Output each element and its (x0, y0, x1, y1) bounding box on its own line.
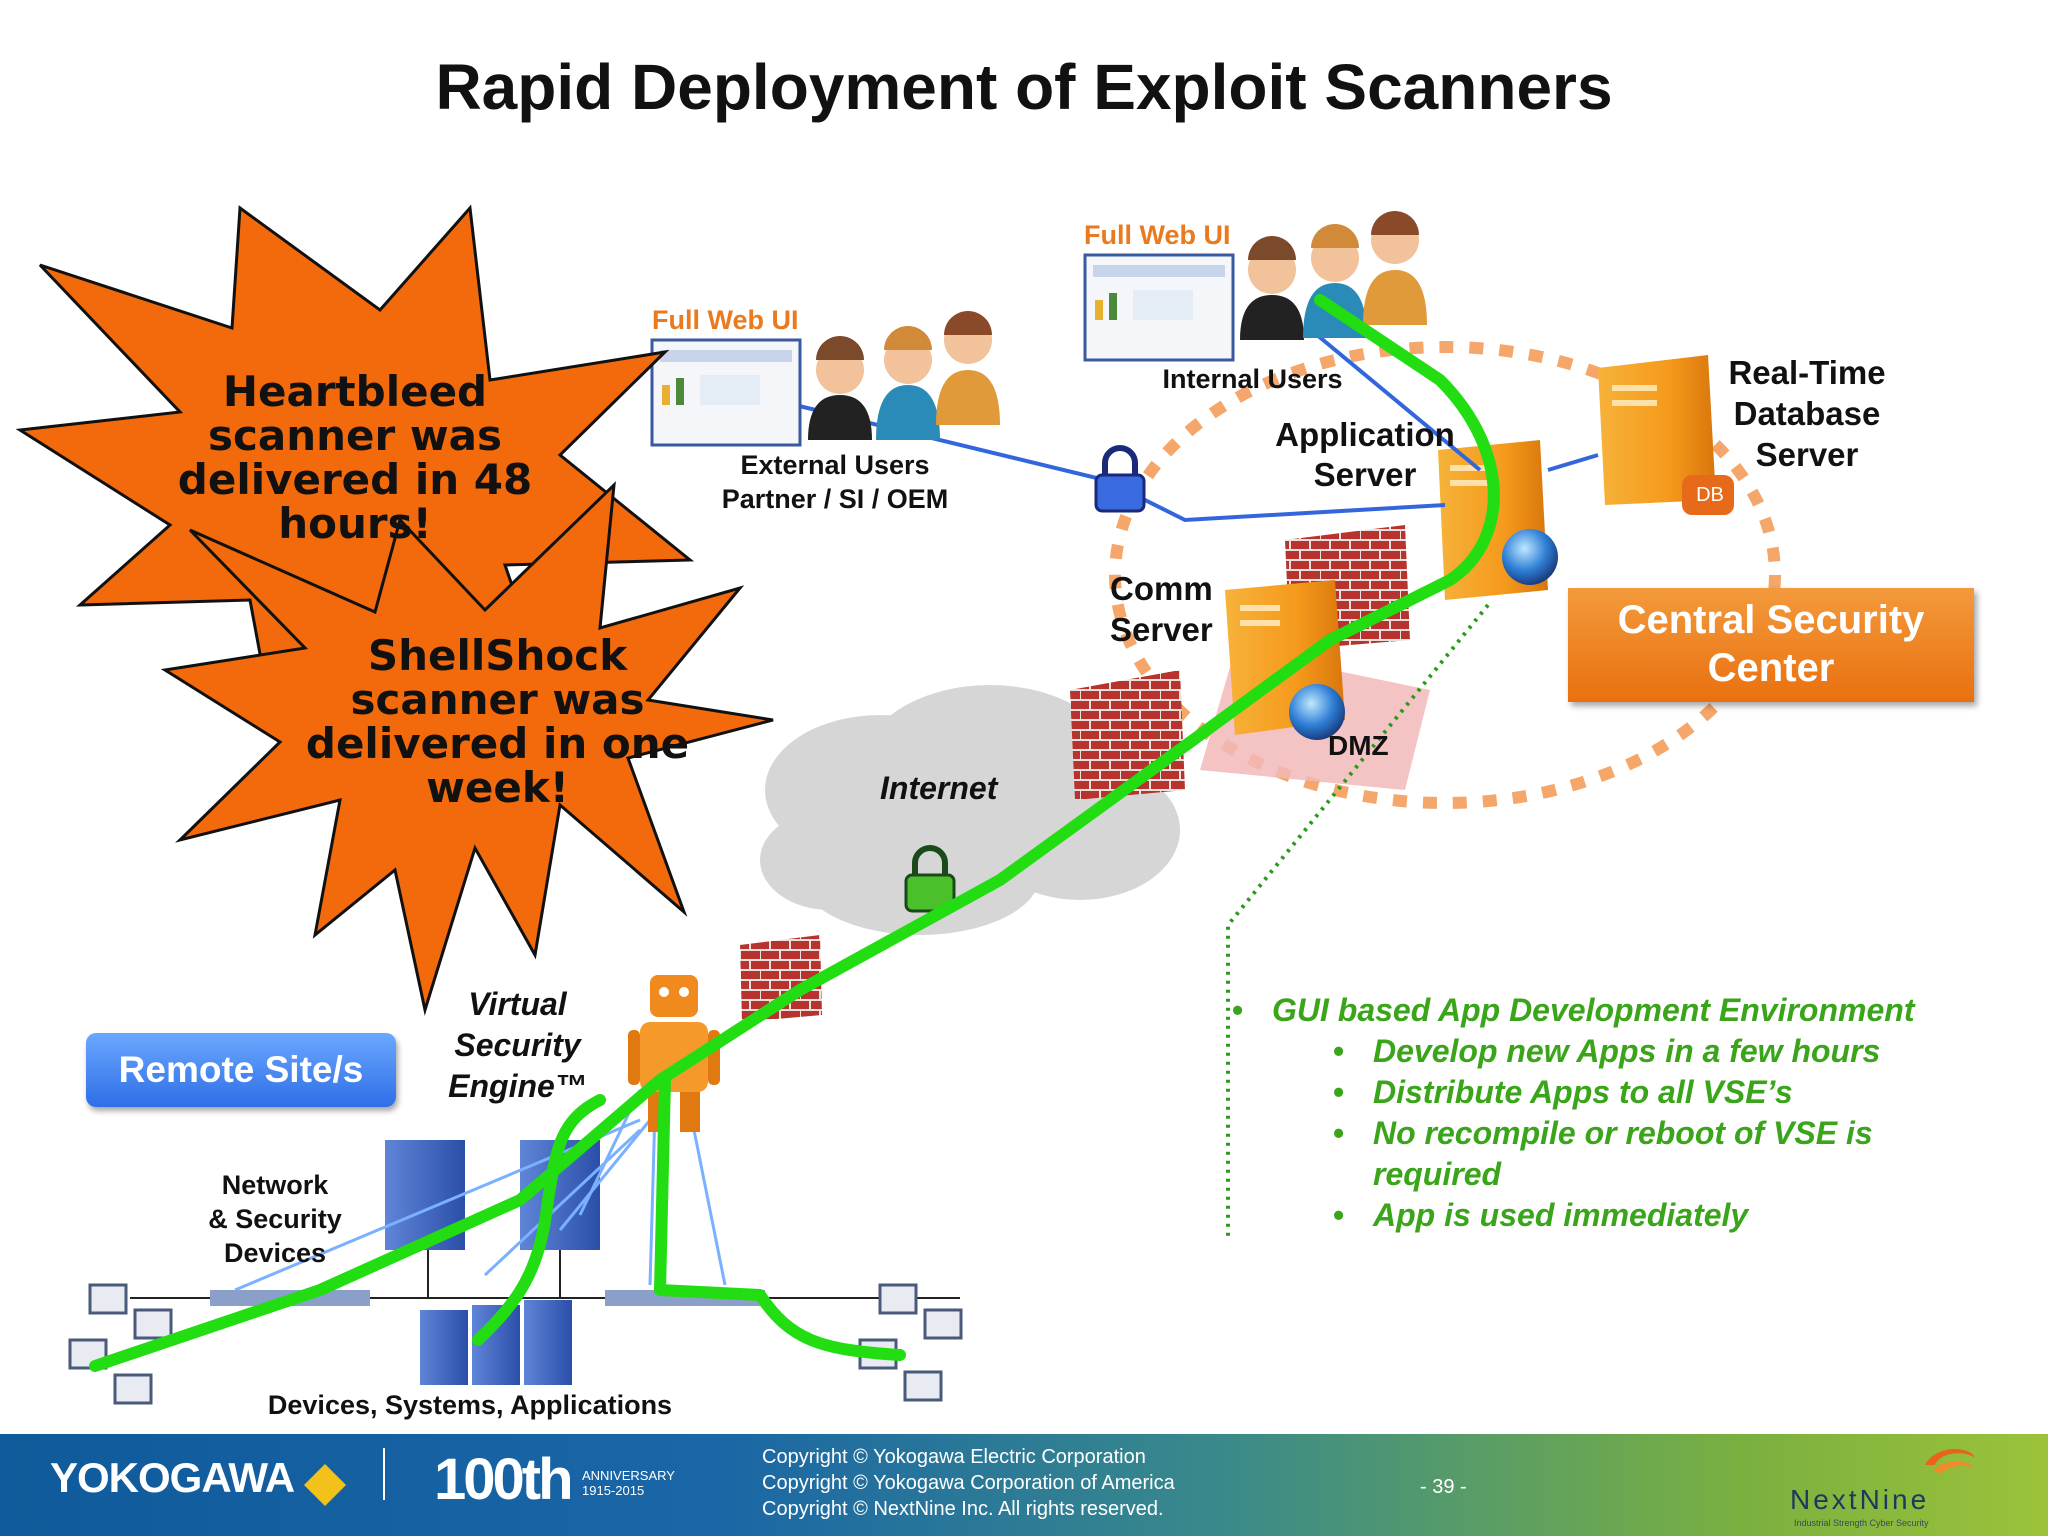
bullet-text: GUI based App Development Environment (1272, 992, 1915, 1028)
label-line: Virtual (468, 986, 567, 1022)
label-line: Server (1755, 436, 1859, 473)
label-line: Network (221, 1170, 329, 1200)
bullet-text: Distribute Apps to all VSE’s (1373, 1074, 1793, 1110)
label-line: 1915-2015 (582, 1483, 645, 1498)
bullet-text: No recompile or reboot of VSE is (1373, 1115, 1873, 1151)
shellshock-text: ShellShock scanner was delivered in one … (300, 634, 695, 810)
label-line: Center (1707, 646, 1835, 690)
remote-site-badge: Remote Site/s (86, 1033, 396, 1107)
central-security-center: Central Security Center (1568, 588, 1974, 702)
burst-line: scanner was (208, 411, 502, 460)
database-server-icon (1598, 355, 1734, 515)
label-line: External Users (740, 450, 930, 480)
devices-systems-label: Devices, Systems, Applications (267, 1390, 673, 1420)
label-line: Comm (1110, 570, 1213, 607)
bullet-sub: •Distribute Apps to all VSE’s (1333, 1074, 1793, 1110)
globe-icon (1289, 684, 1345, 740)
padlock-icon (1094, 445, 1146, 513)
external-users-label: External Users Partner / SI / OEM (715, 448, 955, 516)
full-web-ui-label: Full Web UI (1084, 220, 1231, 250)
diamond-icon (304, 1464, 346, 1506)
label-line: ANNIVERSARY (582, 1468, 675, 1483)
nextnine-swirl-icon (1925, 1448, 1975, 1474)
bullet-sub: •App is used immediately (1333, 1197, 1749, 1233)
vse-robot-icon (628, 975, 720, 1132)
yokogawa-logo: YOKOGAWA (50, 1454, 295, 1501)
central-zone-ellipse (1109, 341, 1781, 809)
internal-users-label: Internal Users (1162, 364, 1343, 394)
network-devices-label: Network & Security Devices (190, 1168, 360, 1270)
dmz-label: DMZ (1328, 730, 1389, 761)
burst-line: hours! (278, 499, 432, 548)
anniversary-sub: ANNIVERSARY 1915-2015 (582, 1468, 675, 1498)
external-users-icon (808, 311, 1000, 440)
label-line: Engine™ (448, 1068, 587, 1104)
full-web-ui-label: Full Web UI (652, 305, 799, 335)
internal-users-icon (1240, 211, 1427, 340)
bullet-text: App is used immediately (1373, 1197, 1749, 1233)
anniversary-logo: 100th (434, 1447, 574, 1512)
bullet-text: Develop new Apps in a few hours (1373, 1033, 1881, 1069)
realtime-db-label: Real-Time Database Server (1712, 352, 1902, 475)
label-line: Server (1110, 611, 1213, 648)
vse-label: Virtual Security Engine™ (425, 984, 610, 1107)
copyright-line: Copyright © NextNine Inc. All rights res… (762, 1498, 1164, 1520)
label-line: Application (1275, 416, 1455, 453)
label-line: & Security (208, 1204, 342, 1234)
burst-line: week! (426, 763, 569, 812)
label-line: Partner / SI / OEM (721, 484, 949, 514)
internet-label: Internet (880, 770, 998, 806)
globe-icon (1502, 529, 1558, 585)
burst-line: Heartbleed (222, 367, 488, 416)
padlock-icon (904, 845, 956, 913)
burst-line: delivered in 48 (177, 455, 533, 504)
label-line: Central Security (1617, 598, 1925, 642)
dotted-connector (1226, 603, 1490, 1240)
bullet-sub: •Develop new Apps in a few hours (1333, 1033, 1881, 1069)
comm-server-label: Comm Server (1110, 568, 1213, 650)
nextnine-logo: NextNine (1790, 1484, 1930, 1515)
web-ui-screenshot (1083, 253, 1235, 362)
page-title: Rapid Deployment of Exploit Scanners (435, 51, 1613, 123)
heartbleed-text: Heartbleed scanner was delivered in 48 h… (170, 370, 540, 546)
label-line: Security (454, 1027, 581, 1063)
bullet-sub: •No recompile or reboot of VSE is (1333, 1115, 1873, 1151)
copyright-line: Copyright © Yokogawa Electric Corporatio… (762, 1446, 1146, 1468)
copyright-line: Copyright © Yokogawa Corporation of Amer… (762, 1472, 1175, 1494)
label-line: Devices (223, 1238, 327, 1268)
web-ui-screenshot (650, 338, 802, 447)
feature-bullets: •GUI based App Development Environment •… (1228, 990, 1988, 1236)
burst-line: ShellShock (367, 631, 628, 680)
shellshock-burst (160, 481, 774, 1016)
scanner-path (89, 294, 1500, 1372)
application-server-label: Application Server (1255, 415, 1475, 495)
burst-line: scanner was (350, 675, 645, 724)
internet-cloud (760, 685, 1180, 935)
page-number: - 39 - (1420, 1476, 1467, 1498)
copyright-text: Copyright © Yokogawa Electric Corporatio… (762, 1444, 1175, 1522)
db-badge: DB (1696, 484, 1724, 506)
nextnine-tagline: Industrial Strength Cyber Security (1794, 1518, 1929, 1528)
burst-line: delivered in one (305, 719, 690, 768)
label-line: Real-Time (1728, 354, 1886, 391)
footer-divider (383, 1448, 385, 1500)
bullet-main: •GUI based App Development Environment (1232, 992, 1915, 1028)
label-line: Server (1313, 456, 1417, 493)
firewall-icon (740, 935, 822, 1022)
blue-server-icon (385, 1140, 600, 1385)
bullet-text: required (1373, 1156, 1502, 1192)
bullet-sub-cont: required (1228, 1154, 1988, 1195)
label-line: Database (1733, 395, 1881, 432)
